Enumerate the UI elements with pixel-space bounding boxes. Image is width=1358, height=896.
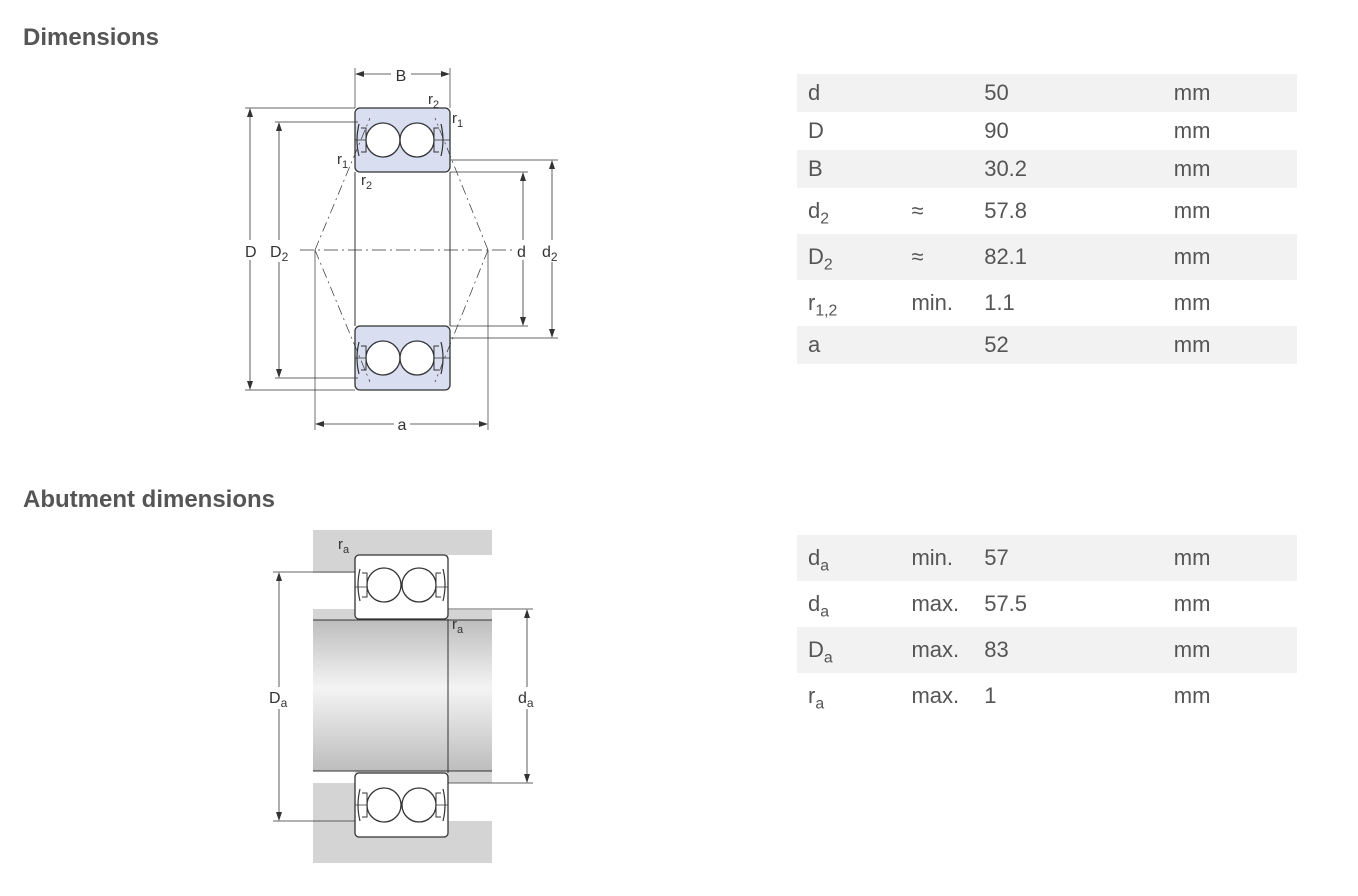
value-cell: 50 <box>973 74 1163 112</box>
label-Da: Da <box>269 690 288 710</box>
table-row: D 90 mm <box>797 112 1297 150</box>
table-row: da max. 57.5 mm <box>797 581 1297 627</box>
value-cell: 52 <box>973 326 1163 364</box>
unit-cell: mm <box>1173 118 1211 143</box>
bearing-dimensions-drawing: B r2 r1 r1 r2 D D2 d d2 a <box>230 60 580 440</box>
value-cell: 57 <box>973 535 1163 581</box>
label-D2: D2 <box>270 244 289 264</box>
dimensions-table: d 50 mm D 90 mm B 30.2 mm d2 ≈ 57.8 mm D… <box>797 74 1297 364</box>
unit-cell: mm <box>1162 535 1297 581</box>
qualifier-cell <box>900 112 973 150</box>
qualifier-cell: min. <box>900 535 974 581</box>
label-B: B <box>396 68 407 85</box>
table-row: Da max. 83 mm <box>797 627 1297 673</box>
table-row: a 52 mm <box>797 326 1297 364</box>
abutment-table: da min. 57 mm da max. 57.5 mm Da max. 83… <box>797 535 1297 719</box>
unit-cell: mm <box>1162 326 1297 364</box>
symbol-cell: B <box>797 150 901 188</box>
qualifier-cell <box>900 326 974 364</box>
qualifier-cell: ≈ <box>911 198 924 223</box>
symbol-cell: r1,2 <box>808 290 838 320</box>
value-cell: 1 <box>984 683 997 708</box>
dimensions-heading: Dimensions <box>23 24 160 51</box>
table-row: d 50 mm <box>797 74 1297 112</box>
symbol-cell: da <box>808 591 830 621</box>
qualifier-cell: max. <box>900 627 974 673</box>
unit-cell: mm <box>1162 234 1297 280</box>
label-da: da <box>518 690 534 710</box>
abutment-dimensions-drawing: ra ra Da da <box>255 525 555 870</box>
qualifier-cell: ≈ <box>900 234 974 280</box>
table-row: ra max. 1 mm <box>797 673 1297 719</box>
qualifier-cell <box>900 150 974 188</box>
unit-cell: mm <box>1162 150 1297 188</box>
table-row: D2 ≈ 82.1 mm <box>797 234 1297 280</box>
label-r1-left: r1 <box>337 151 348 171</box>
unit-cell: mm <box>1173 198 1211 223</box>
value-cell: 83 <box>973 627 1163 673</box>
symbol-cell: d <box>797 74 901 112</box>
table-row: B 30.2 mm <box>797 150 1297 188</box>
table-row: d2 ≈ 57.8 mm <box>797 188 1297 234</box>
value-cell: 1.1 <box>984 290 1015 315</box>
unit-cell: mm <box>1162 74 1297 112</box>
symbol-cell: d2 <box>808 198 830 228</box>
symbol-cell: D2 <box>797 234 901 280</box>
value-cell: 57.5 <box>984 591 1028 616</box>
label-ra-right: ra <box>452 616 464 636</box>
label-r1-top: r1 <box>452 110 463 130</box>
symbol-cell: ra <box>808 683 825 713</box>
value-cell: 90 <box>984 118 1009 143</box>
symbol-cell: Da <box>797 627 901 673</box>
table-row: r1,2 min. 1.1 mm <box>797 280 1297 326</box>
label-r2-top: r2 <box>428 91 439 111</box>
qualifier-cell: max. <box>911 591 960 616</box>
symbol-cell: D <box>808 118 824 143</box>
qualifier-cell: max. <box>911 683 960 708</box>
abutment-heading: Abutment dimensions <box>23 486 276 513</box>
unit-cell: mm <box>1173 683 1211 708</box>
label-D: D <box>245 244 257 261</box>
unit-cell: mm <box>1162 627 1297 673</box>
value-cell: 57.8 <box>984 198 1028 223</box>
value-cell: 30.2 <box>973 150 1163 188</box>
label-ra-top: ra <box>338 536 350 556</box>
label-a: a <box>398 417 407 434</box>
qualifier-cell: min. <box>911 290 954 315</box>
symbol-cell: a <box>797 326 901 364</box>
value-cell: 82.1 <box>973 234 1163 280</box>
table-row: da min. 57 mm <box>797 535 1297 581</box>
label-r2-left: r2 <box>361 172 372 192</box>
unit-cell: mm <box>1173 290 1211 315</box>
unit-cell: mm <box>1173 591 1211 616</box>
symbol-cell: da <box>797 535 901 581</box>
label-d2: d2 <box>542 244 558 264</box>
label-d: d <box>517 244 526 261</box>
qualifier-cell <box>900 74 974 112</box>
